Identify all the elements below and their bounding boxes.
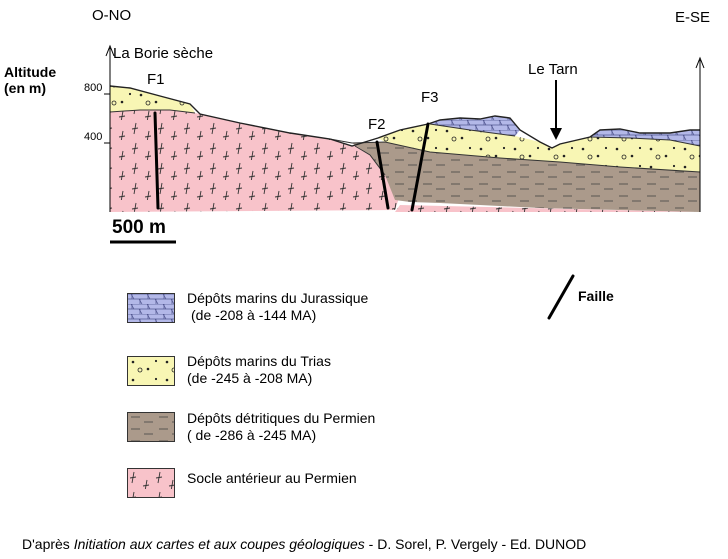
tick-400: 400: [84, 131, 103, 143]
credit-suffix: - D. Sorel, P. Vergely - Ed. DUNOD: [364, 536, 587, 552]
source-credit: D'après Initiation aux cartes et aux cou…: [22, 536, 586, 552]
legend-fault-label: Faille: [578, 288, 614, 304]
swatch-trias: [127, 356, 175, 386]
layer-permien: [352, 142, 700, 212]
layer-trias-left: [110, 86, 195, 113]
tick-800: 800: [84, 82, 103, 94]
legend-jurassique-name: Dépôts marins du Jurassique: [187, 290, 369, 306]
legend-fault-symbol: [547, 274, 575, 320]
swatch-permien: [127, 412, 175, 442]
fault-label-f2: F2: [368, 116, 386, 133]
credit-prefix: D'après: [22, 536, 74, 552]
layer-socle-right: [395, 205, 700, 212]
fault-label-f1: F1: [147, 71, 165, 88]
fault-f1: [153, 111, 160, 210]
direction-east-label: E-SE: [675, 9, 711, 26]
layer-trias-right: [378, 124, 700, 172]
legend-jurassique-range: (de -208 à -144 MA): [191, 307, 317, 323]
topographic-profile: [109, 85, 700, 149]
altitude-axis-title: Altitude (en m): [4, 64, 56, 96]
swatch-jurassique: [127, 293, 175, 323]
credit-title: Initiation aux cartes et aux coupes géol…: [73, 536, 365, 552]
layer-jurassique-1: [428, 116, 520, 136]
altitude-title-line1: Altitude: [4, 64, 57, 80]
le-tarn-arrow: [550, 80, 562, 140]
legend-trias-name: Dépôts marins du Trias: [187, 353, 331, 369]
fault-f3: [410, 122, 430, 212]
fault-label-f3: F3: [421, 89, 439, 106]
legend-permien-name: Dépôts détritiques du Permien: [187, 410, 376, 426]
altitude-axis-right: [695, 56, 705, 212]
altitude-axis-left: [104, 44, 115, 212]
altitude-title-line2: (en m): [4, 80, 46, 96]
layer-socle: [110, 108, 405, 212]
scale-label: 500 m: [112, 217, 166, 238]
fault-f2: [375, 140, 390, 210]
place-la-borie-seche: La Borie sèche: [113, 45, 214, 62]
swatch-socle: [127, 468, 175, 498]
direction-west-label: O-NO: [92, 7, 132, 24]
legend-socle-name: Socle antérieur au Permien: [187, 470, 357, 486]
section-layers: [109, 85, 701, 212]
place-le-tarn: Le Tarn: [528, 61, 578, 78]
legend-permien-range: ( de -286 à -245 MA): [187, 427, 317, 443]
legend-trias-range: (de -245 à -208 MA): [187, 370, 313, 386]
